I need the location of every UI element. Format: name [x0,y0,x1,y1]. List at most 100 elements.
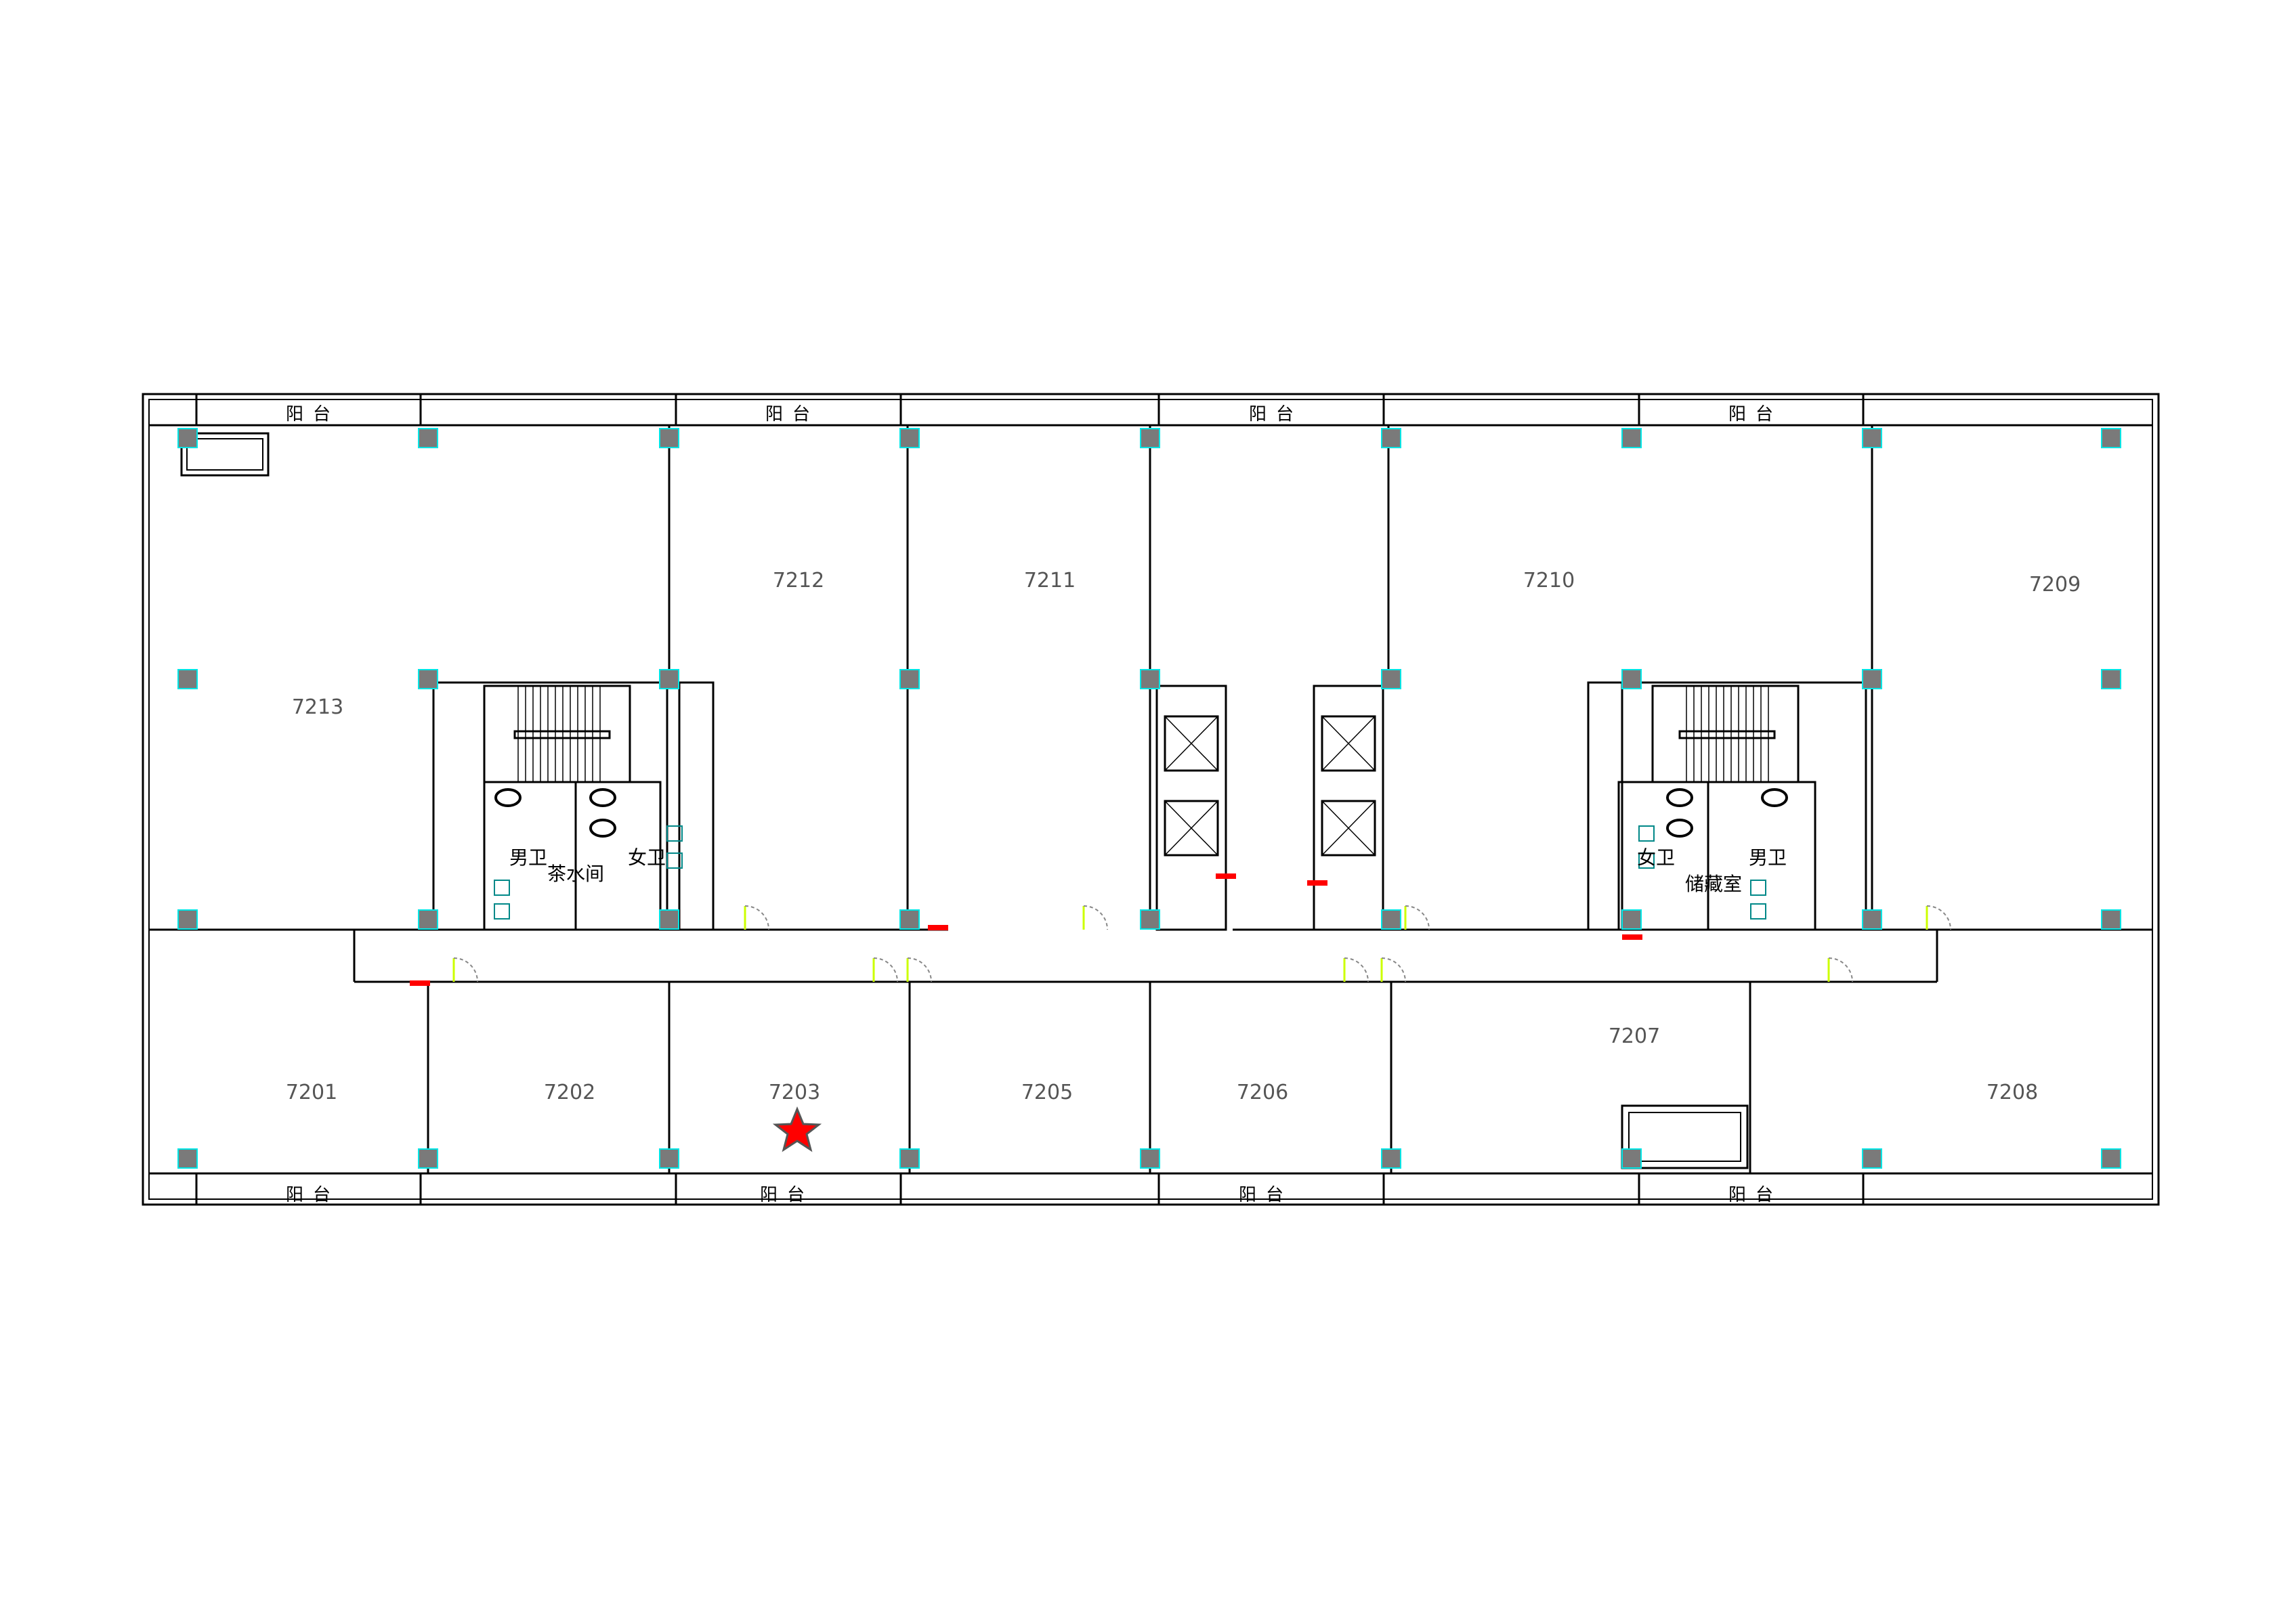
room-labels: 7213 7212 7211 7210 7209 7201 7202 7203 … [286,569,2081,1104]
shaft [1621,1104,1749,1169]
toilet-icon [1666,788,1693,807]
column [1621,1148,1642,1169]
room-7205[interactable]: 7205 [1021,1081,1073,1104]
column [418,669,438,689]
room-7208[interactable]: 7208 [1986,1081,2038,1104]
tea-room: 茶水间 [547,863,604,885]
core-left [432,681,668,931]
womens-restroom-right: 女卫 [1637,846,1675,869]
handrail [513,730,611,739]
room-7210[interactable]: 7210 [1523,569,1575,592]
door-swing [1828,957,1853,982]
elevator-x [1321,716,1376,771]
toilet-icon [589,819,616,838]
column [418,1148,438,1169]
column [418,909,438,930]
column [659,1148,679,1169]
room-7203[interactable]: 7203 [769,1081,820,1104]
room-7206[interactable]: 7206 [1237,1081,1288,1104]
exterior-wall-inner [148,399,2153,1200]
storage-room: 储藏室 [1685,873,1742,895]
sink-icon [666,825,683,842]
balcony-label: 阳台 [765,404,820,425]
alarm-icon [1307,880,1327,886]
elevator-car [1321,715,1376,772]
column [177,669,198,689]
room-7207[interactable]: 7207 [1609,1024,1660,1048]
balcony-label: 阳台 [760,1185,814,1205]
mens-restroom-left: 男卫 [509,846,547,869]
column [1381,909,1401,930]
column [1140,428,1160,448]
toilet-icon [1666,819,1693,838]
column [2101,428,2121,448]
elevator-x [1164,800,1218,856]
sink-icon [1750,903,1766,920]
elevator-car [1164,800,1219,857]
column [177,1148,198,1169]
stair-left [483,685,631,783]
column [418,428,438,448]
door-swing [1926,905,1951,930]
elevator-x [1164,716,1218,771]
door-swing [453,957,478,982]
sink-icon [1638,852,1655,869]
restroom-left [483,781,662,931]
column [1862,1148,1882,1169]
column [1862,909,1882,930]
column [1140,909,1160,930]
toilet-icon [494,788,522,807]
column [1621,669,1642,689]
door-swing [744,905,769,930]
room-7202[interactable]: 7202 [544,1081,595,1104]
room-7211[interactable]: 7211 [1024,569,1076,592]
elevator-bank [1155,685,1227,931]
column [899,1148,920,1169]
room-7213[interactable]: 7213 [292,695,343,719]
sink-icon [1750,880,1766,896]
mens-restroom-right: 男卫 [1749,846,1787,869]
balcony-label: 阳台 [286,1185,340,1205]
room-7201[interactable]: 7201 [286,1081,337,1104]
column [1381,669,1401,689]
toilet-icon [1761,788,1788,807]
shaft [180,432,270,477]
alarm-icon [1622,934,1642,940]
column [177,428,198,448]
room-7209[interactable]: 7209 [2029,573,2081,597]
columns [177,428,2121,1169]
restroom-right [1617,781,1816,931]
exterior-wall [142,393,2160,1206]
star-marker-icon [772,1106,822,1152]
sink-icon [494,903,510,920]
sink-icon [494,880,510,896]
column [2101,1148,2121,1169]
room-7212[interactable]: 7212 [773,569,824,592]
alarm-icon [1216,873,1236,879]
sink-icon [1638,825,1655,842]
column [659,428,679,448]
balcony-labels: 阳台 阳台 阳台 阳台 阳台 阳台 阳台 阳台 [286,404,1783,1205]
toilet-icon [589,788,616,807]
column [1621,428,1642,448]
service-cores [432,681,1867,931]
stair-right [1651,685,1800,783]
door-swing [1381,957,1406,982]
column [899,669,920,689]
door-swing [1083,905,1108,930]
shaft-left [678,681,715,931]
door-swing [1344,957,1369,982]
door-swing [1405,905,1430,930]
elevator-x [1321,800,1376,856]
column [899,909,920,930]
column [659,909,679,930]
column [1381,1148,1401,1169]
column [1381,428,1401,448]
balcony-label: 阳台 [1728,404,1783,425]
shaft-inner [186,438,263,471]
column [1140,669,1160,689]
alarm-icon [410,980,430,986]
balcony-label: 阳台 [1728,1185,1783,1205]
door-swing [873,957,898,982]
column [2101,669,2121,689]
